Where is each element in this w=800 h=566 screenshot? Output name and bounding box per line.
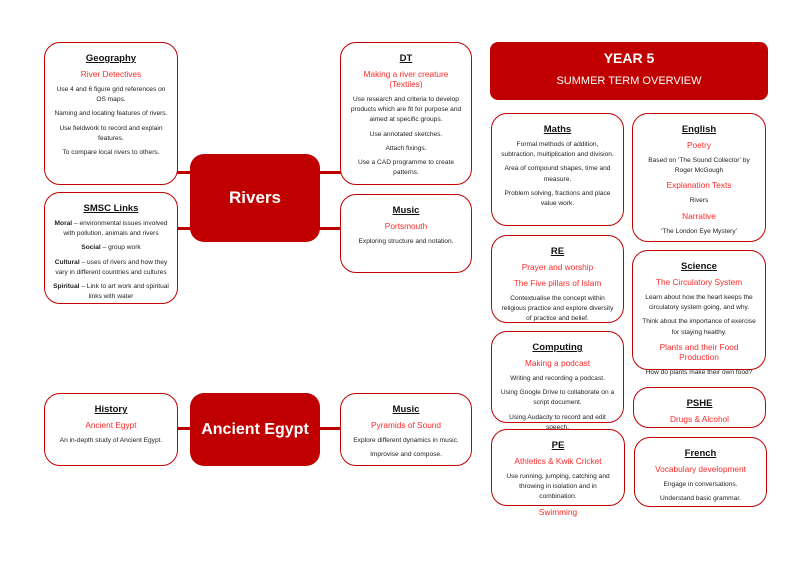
learning-objective: Think about the importance of exercise f… xyxy=(642,318,756,336)
subject-title: RE xyxy=(550,246,565,257)
subject-title: French xyxy=(684,448,717,459)
learning-objective: Improvise and compose. xyxy=(370,451,442,459)
learning-objective: How do plants make their own food? xyxy=(645,368,753,376)
learning-objective: Use 4 and 6 figure grid references on OS… xyxy=(56,86,166,104)
subject-title: Science xyxy=(681,261,717,272)
smsc-item: Social – group work xyxy=(53,243,169,253)
learning-objective: Understand basic grammar. xyxy=(660,495,741,503)
topic-subheading: Portsmouth xyxy=(384,221,428,231)
learning-objective: To compare local rivers to others. xyxy=(62,149,160,157)
page-header: YEAR 5 SUMMER TERM OVERVIEW xyxy=(490,42,768,100)
smsc-item-label: Spiritual xyxy=(53,283,80,291)
year-title: YEAR 5 xyxy=(603,50,655,66)
topic-subheading: The Five pillars of Islam xyxy=(513,278,602,288)
subject-title: Geography xyxy=(85,53,137,64)
learning-objective: Based on ‘The Sound Collector’ by Roger … xyxy=(648,157,750,175)
learning-objective: Formal methods of addition, subtraction,… xyxy=(501,141,614,159)
subject-box-pshe: PSHE Drugs & Alcohol xyxy=(633,387,766,428)
learning-objective: Area of compound shapes, time and measur… xyxy=(504,165,611,183)
learning-objective: Use running, jumping, catching and throw… xyxy=(506,473,610,501)
topic-subheading: Plants and their Food Production xyxy=(659,341,739,362)
learning-objective: Contextualise the concept within religio… xyxy=(501,295,614,323)
learning-objective: Use fieldwork to record and explain feat… xyxy=(59,124,163,142)
topic-subheading: Pyramids of Sound xyxy=(370,420,442,430)
learning-objective: Attach fixings. xyxy=(385,144,427,152)
topic-subheading: River Detectives xyxy=(80,69,142,79)
learning-objective: Exploring structure and notation. xyxy=(358,238,454,245)
smsc-item-text: – Link to art work and spiritual links w… xyxy=(79,283,169,301)
subject-title: Music xyxy=(392,205,420,216)
learning-objective: Writing and recording a podcast. xyxy=(510,375,605,382)
smsc-item: Moral – environmental issues involved wi… xyxy=(53,219,169,239)
learning-objective: Rivers xyxy=(689,197,709,205)
subject-title: Music xyxy=(392,404,420,415)
topic-subheading: Prayer and worship xyxy=(521,262,594,272)
topic-subheading: Athletics & Kwik Cricket xyxy=(514,456,602,466)
subject-title: PE xyxy=(551,440,565,451)
learning-objective: Naming and locating features of rivers. xyxy=(54,110,168,118)
learning-objective: Problem solving, fractions and place val… xyxy=(504,189,611,208)
smsc-item: Cultural – uses of rivers and how they v… xyxy=(53,258,169,278)
topic-hub-ancient-egypt: Ancient Egypt xyxy=(190,393,320,466)
topic-subheading: Drugs & Alcohol xyxy=(669,414,730,424)
topic-subheading: Poetry xyxy=(687,140,711,150)
smsc-item-label: Cultural xyxy=(54,258,80,266)
topic-hub-rivers: Rivers xyxy=(190,154,320,242)
smsc-item-text: – group work xyxy=(100,244,141,252)
subject-box-dt: DT Making a river creature (Textiles) Use … xyxy=(340,42,472,185)
smsc-item-label: Social xyxy=(81,244,101,252)
topic-subheading: Swimming xyxy=(538,506,578,517)
learning-objective: Use a CAD programme to create patterns. xyxy=(357,159,454,177)
learning-objective: Engage in conversations. xyxy=(663,481,738,488)
subject-title: English xyxy=(681,124,717,135)
subject-title: DT xyxy=(399,53,413,64)
learning-objective: Learn about how the heart keeps the circ… xyxy=(645,294,753,312)
learning-objective: Using Google Drive to collaborate on a s… xyxy=(500,389,615,407)
learning-objective: Use annotated sketches. xyxy=(369,130,443,138)
term-subtitle: SUMMER TERM OVERVIEW xyxy=(556,75,702,87)
subject-title: SMSC Links xyxy=(83,203,139,214)
topic-subheading: Ancient Egypt xyxy=(85,420,137,430)
topic-subheading: Making a podcast xyxy=(524,358,591,368)
topic-subheading: Narrative xyxy=(682,210,716,221)
learning-objective: ‘The London Eye Mystery’ xyxy=(660,227,738,235)
topic-subheading: Making a river creature (Textiles) xyxy=(363,69,449,89)
learning-objective: Explore different dynamics in music. xyxy=(353,437,459,444)
subject-title: Maths xyxy=(543,124,572,135)
smsc-item-label: Moral xyxy=(54,220,73,227)
learning-objective: An in-depth study of Ancient Egypt. xyxy=(59,437,163,444)
smsc-item-text: – environmental issues involved with pol… xyxy=(63,220,168,238)
subject-title: History xyxy=(94,404,128,415)
subject-title: PSHE xyxy=(686,398,713,409)
topic-subheading: The Circulatory System xyxy=(655,277,743,287)
smsc-item-text: – uses of rivers and how they vary in di… xyxy=(55,258,168,276)
topic-subheading: Explanation Texts xyxy=(666,180,732,191)
subject-title: Computing xyxy=(532,342,583,353)
learning-objective: Using Audacity to record and edit speech… xyxy=(509,413,606,431)
smsc-item: Spiritual – Link to art work and spiritu… xyxy=(53,282,169,302)
topic-subheading: Vocabulary development xyxy=(655,464,746,474)
learning-objective: Use research and criteria to develop pro… xyxy=(350,96,462,124)
